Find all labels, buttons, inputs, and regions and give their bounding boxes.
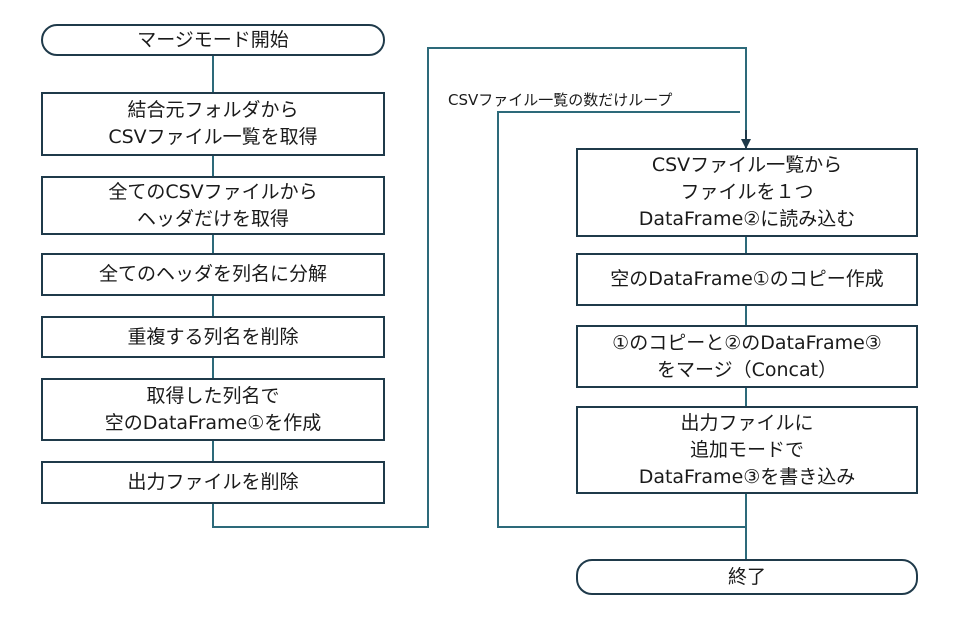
step-text-line: をマージ（Concat） <box>656 358 838 381</box>
step-text-line: 取得した列名で <box>146 384 280 407</box>
process-step-remove-duplicates: 重複する列名を削除 <box>41 316 385 358</box>
process-step-copy-dataframe: 空のDataFrame①のコピー作成 <box>576 253 918 306</box>
step-text-line: 出力ファイルに <box>680 411 814 434</box>
connector-left-to-right-column <box>212 47 747 528</box>
step-text-line: ファイルを１つ <box>680 181 814 203</box>
step-text-line: 重複する列名を削除 <box>127 325 299 348</box>
process-step-get-csv-list: 結合元フォルダから CSVファイル一覧を取得 <box>41 92 385 156</box>
step-text-line: 出力ファイルを削除 <box>127 471 299 493</box>
start-label: マージモード開始 <box>137 28 289 51</box>
process-step-split-headers: 全てのヘッダを列名に分解 <box>41 253 385 296</box>
step-text-line: CSVファイル一覧から <box>651 154 843 176</box>
process-step-merge-concat: ①のコピーと②のDataFrame③ をマージ（Concat） <box>576 325 918 388</box>
process-step-delete-output-file: 出力ファイルを削除 <box>41 461 385 504</box>
step-text-line: ヘッダだけを取得 <box>136 207 289 230</box>
loop-label: CSVファイル一覧の数だけループ <box>446 90 675 110</box>
step-text-line: DataFrame②に読み込む <box>638 208 856 230</box>
step-text-line: 全てのヘッダを列名に分解 <box>98 263 327 285</box>
process-step-get-headers: 全てのCSVファイルから ヘッダだけを取得 <box>41 176 385 235</box>
step-text-line: DataFrame③を書き込み <box>638 465 856 488</box>
process-step-append-write: 出力ファイルに 追加モードで DataFrame③を書き込み <box>576 406 918 494</box>
step-text-line: 空のDataFrame①を作成 <box>104 411 322 434</box>
step-text-line: 追加モードで <box>689 438 804 461</box>
start-terminal: マージモード開始 <box>41 24 385 56</box>
end-terminal: 終了 <box>576 559 918 595</box>
step-text-line: CSVファイル一覧を取得 <box>108 126 318 148</box>
step-text-line: 全てのCSVファイルから <box>108 180 318 203</box>
step-text-line: ①のコピーと②のDataFrame③ <box>612 331 882 354</box>
step-text-line: 空のDataFrame①のコピー作成 <box>610 268 884 290</box>
process-step-create-empty-dataframe: 取得した列名で 空のDataFrame①を作成 <box>41 378 385 441</box>
process-step-read-file: CSVファイル一覧から ファイルを１つ DataFrame②に読み込む <box>576 148 918 237</box>
step-text-line: 結合元フォルダから <box>127 99 299 121</box>
connector-loop-back <box>497 111 747 528</box>
end-label: 終了 <box>727 565 766 588</box>
